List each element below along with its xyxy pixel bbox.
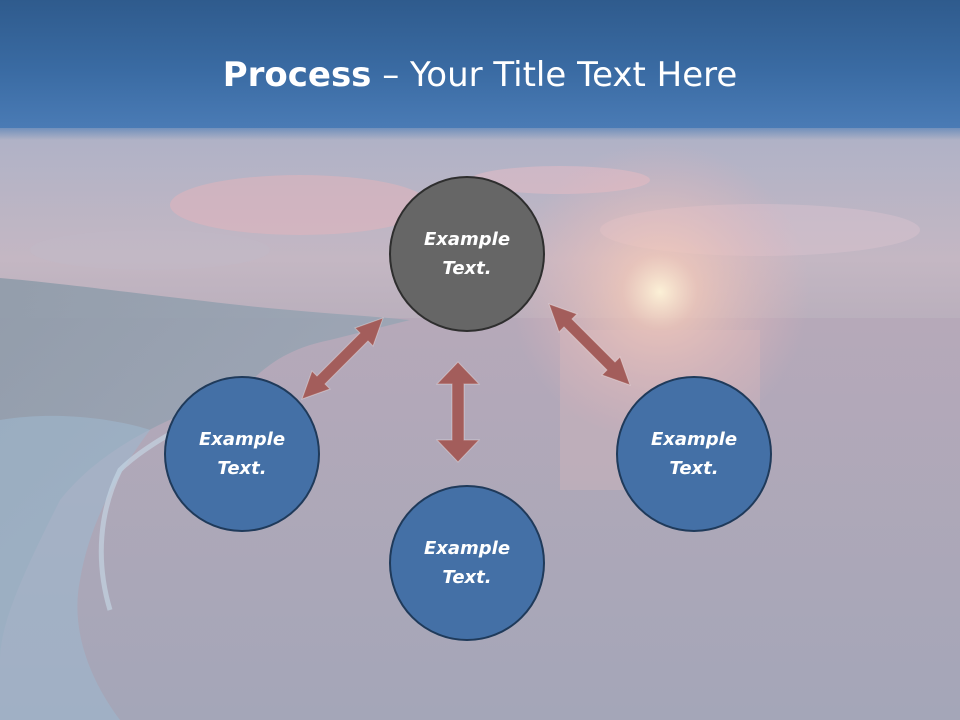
node-right-text: Example Text. [634, 425, 754, 483]
title-bar-fade [0, 126, 960, 140]
process-node-top[interactable]: Example Text. [389, 176, 545, 332]
title-bar [0, 0, 960, 128]
arrow-top-left [301, 317, 384, 400]
arrow-vertical [435, 361, 481, 463]
node-top-text: Example Text. [407, 225, 527, 283]
node-bottom-line1: Example [423, 538, 511, 559]
node-bottom-text: Example Text. [407, 534, 527, 592]
title-rest: – Your Title Text Here [371, 55, 738, 95]
node-left-text: Example Text. [182, 425, 302, 483]
node-bottom-line2: Text. [442, 567, 492, 588]
title-bold: Process [222, 55, 372, 95]
node-right-line1: Example [650, 429, 738, 450]
process-node-right[interactable]: Example Text. [616, 376, 772, 532]
node-left-line1: Example [198, 429, 286, 450]
node-top-line1: Example [423, 229, 511, 250]
process-node-bottom[interactable]: Example Text. [389, 485, 545, 641]
arrow-top-right [548, 303, 631, 386]
slide-title: Process – Your Title Text Here [0, 50, 960, 100]
node-left-line2: Text. [217, 458, 267, 479]
node-right-line2: Text. [669, 458, 719, 479]
node-top-line2: Text. [442, 258, 492, 279]
process-node-left[interactable]: Example Text. [164, 376, 320, 532]
